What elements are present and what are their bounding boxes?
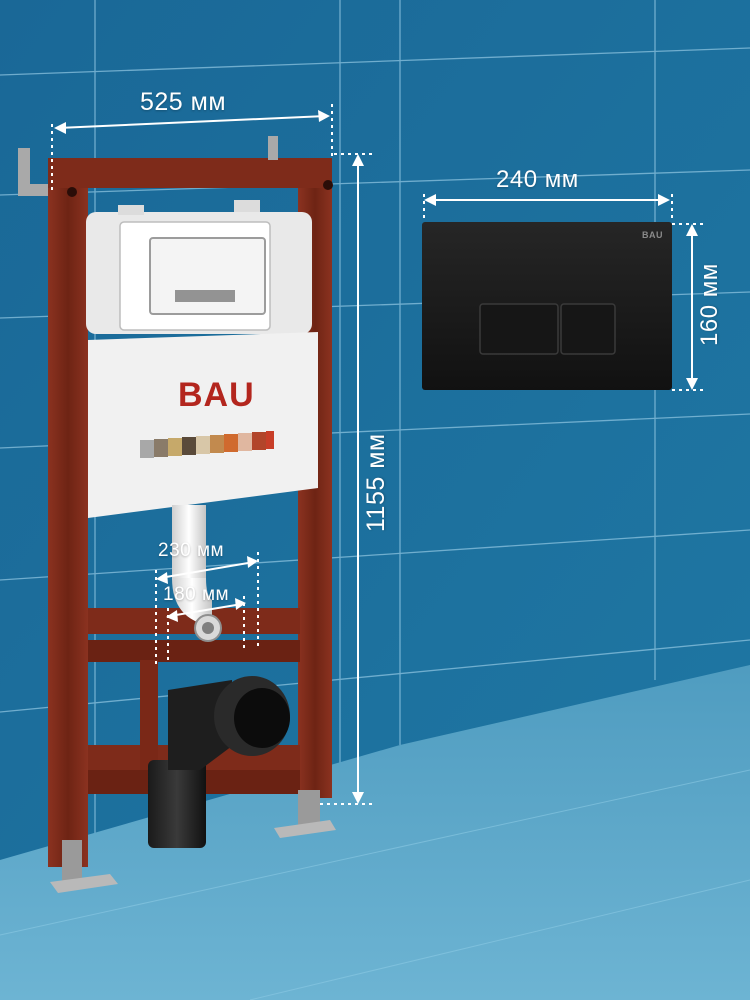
outlet-inner-label: 180 мм (163, 584, 230, 605)
color-strip (140, 431, 274, 458)
frame-width-label: 525 мм (140, 88, 227, 116)
flush-pipe (172, 505, 206, 580)
flush-button-large (560, 303, 616, 355)
plate-height-label: 160 мм (696, 263, 723, 346)
frame-left-upright (48, 162, 88, 867)
dimension-lines (51, 104, 704, 805)
plate-logo: BAU (642, 230, 663, 240)
drain-pipe (148, 760, 206, 848)
frame-top-bar (48, 158, 332, 188)
right-foot (298, 790, 320, 832)
cistern-front-panel (88, 332, 318, 518)
left-bracket (18, 148, 48, 196)
plate-width-label: 240 мм (496, 166, 579, 193)
flush-button-small (479, 303, 559, 355)
frame-height-label: 1155 мм (362, 433, 390, 532)
outlet-outer-label: 230 мм (158, 540, 225, 561)
floor (0, 665, 750, 1000)
tank-logo: BAU (178, 376, 255, 414)
floor-grout (0, 769, 750, 1000)
left-foot (62, 840, 82, 882)
